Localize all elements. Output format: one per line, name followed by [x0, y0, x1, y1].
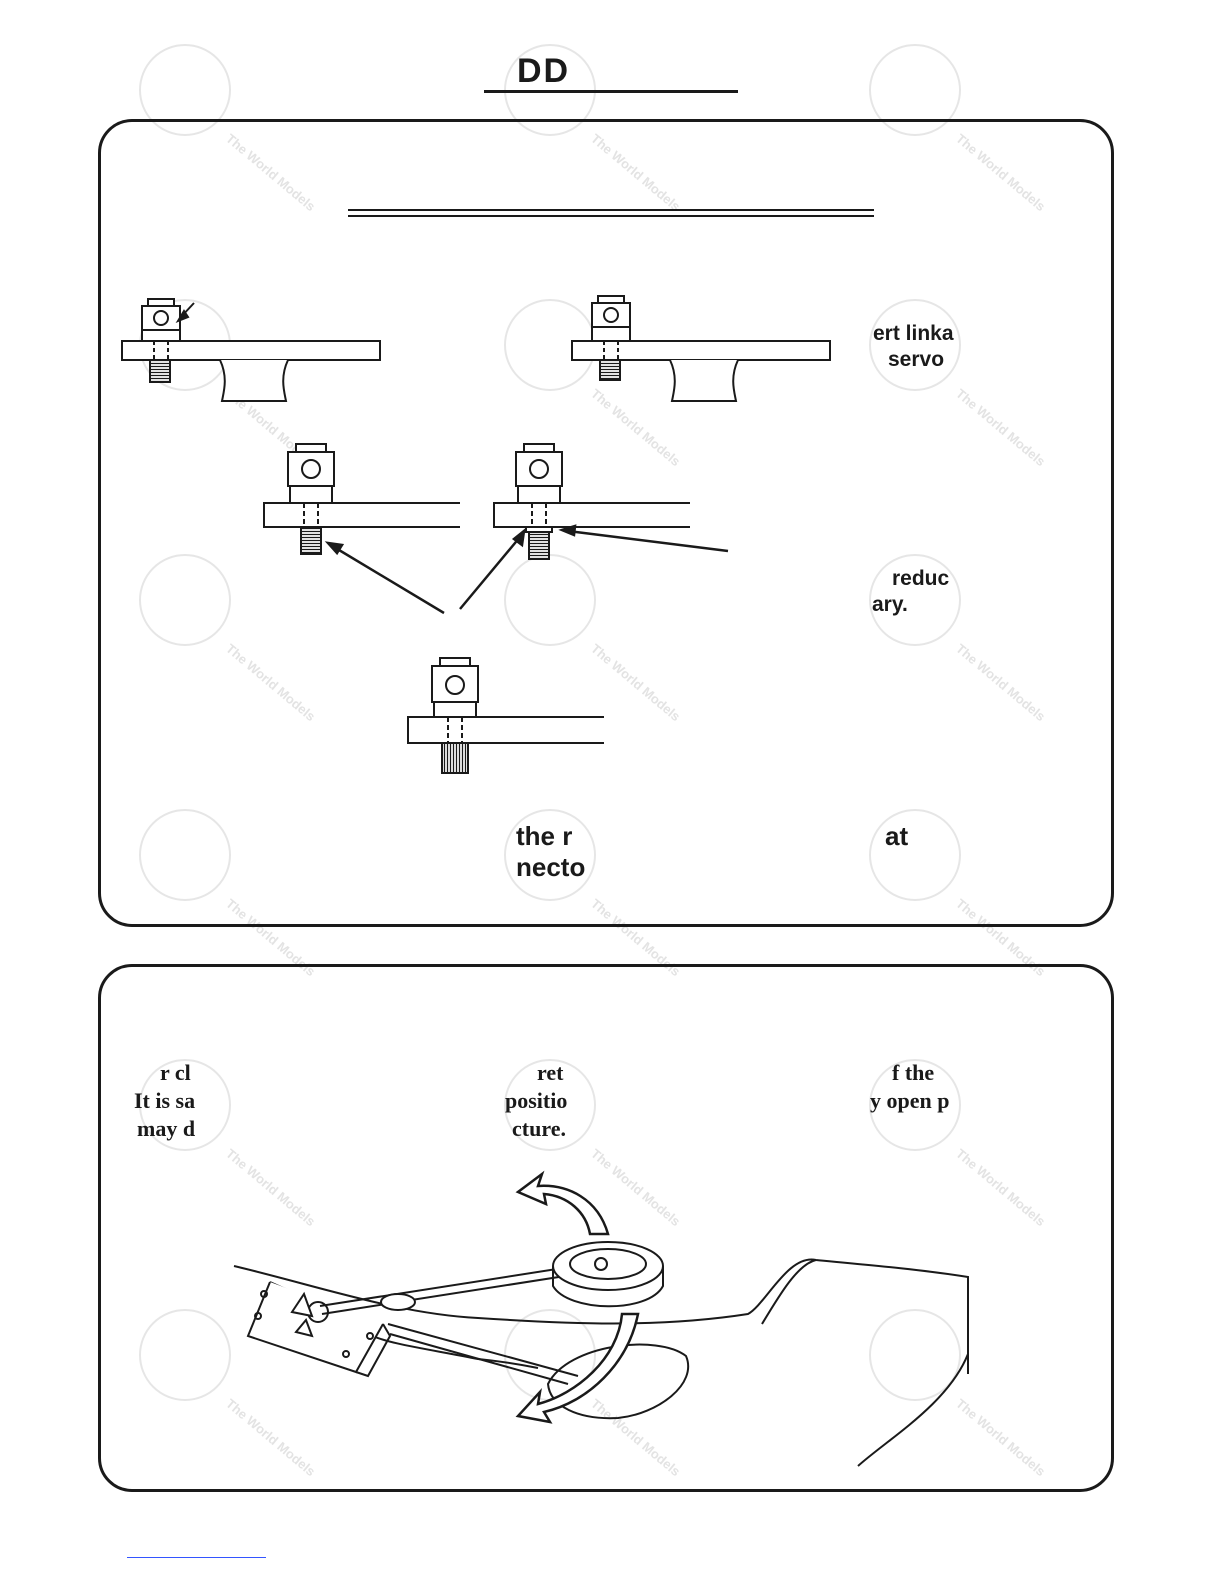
rotate-close-arrow — [515, 1312, 640, 1424]
note-insert-linkage: ert linka servo — [873, 321, 954, 373]
servo-arm-diagram-a — [121, 298, 381, 402]
step-panel-fuel-cap — [98, 964, 1114, 1492]
instruction-column-2: ret positio cture. — [505, 1059, 567, 1143]
instruction-column-1: r cl It is sa may d — [134, 1059, 195, 1143]
linkage-diagrams — [121, 209, 874, 774]
instruction-line: f the — [892, 1060, 935, 1085]
section-double-rule — [348, 209, 874, 217]
footer-link-underline — [127, 1557, 266, 1558]
fuel-tank-cap-illustration — [233, 1170, 969, 1467]
note-line: servo — [888, 348, 945, 371]
page-title-text: DD — [517, 52, 571, 90]
hatch-opening — [546, 1343, 690, 1420]
instruction-line: y open p — [870, 1088, 950, 1113]
caption-line: the r — [516, 821, 573, 851]
instruction-line: cture. — [512, 1116, 566, 1141]
instruction-line: positio — [505, 1088, 568, 1113]
connector-diagram-c — [263, 443, 460, 555]
note-line: ary. — [872, 593, 908, 616]
instruction-column-3: f the y open p — [870, 1059, 949, 1115]
rotate-open-arrow — [515, 1170, 610, 1236]
note-reduce: reduc ary. — [872, 566, 949, 618]
instruction-line: ret — [537, 1060, 564, 1085]
caption-line: necto — [516, 852, 586, 882]
instruction-line: may d — [137, 1116, 196, 1141]
connector-diagram-d — [493, 443, 690, 560]
pointer-arrows — [324, 524, 729, 615]
connector-diagram-e — [407, 657, 604, 774]
page-title: DD — [484, 52, 738, 93]
instruction-line: It is sa — [134, 1088, 196, 1113]
fuselage-outline — [233, 1258, 969, 1467]
servo-arm-diagram-b — [571, 295, 831, 402]
step-panel-linkage — [98, 119, 1114, 927]
note-line: ert linka — [873, 322, 954, 345]
caption-connector: the r necto — [516, 821, 585, 883]
note-line: reduc — [892, 567, 950, 590]
caption-right: at — [885, 821, 909, 851]
instruction-line: r cl — [160, 1060, 191, 1085]
